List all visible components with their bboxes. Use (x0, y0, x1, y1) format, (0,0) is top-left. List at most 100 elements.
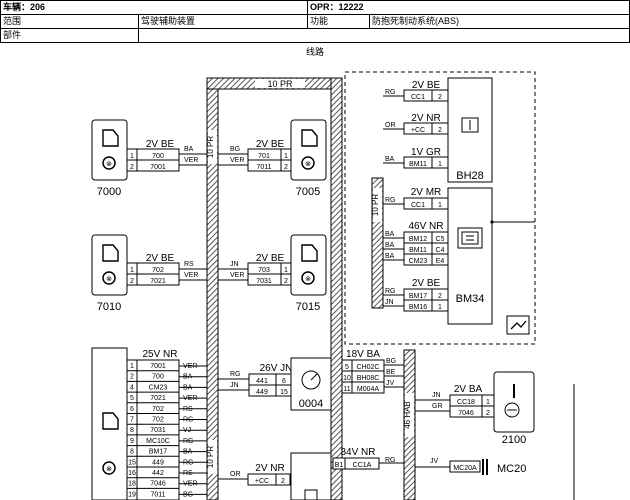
header-row-scope: 范围 驾驶辅助装置 功能 防抱死制动系统(ABS) (0, 15, 630, 29)
sensor-icon (301, 244, 318, 262)
svg-text:BM17: BM17 (409, 293, 427, 300)
svg-text:⊗: ⊗ (305, 161, 311, 168)
ecu-wire-id: BM17 (149, 449, 167, 456)
ecu-wire-id: CM23 (149, 384, 168, 391)
harness-bundles: 10 PR 10 PR 10 PR 10 PR 46 HAB (206, 77, 416, 500)
svg-text:701: 701 (258, 153, 270, 160)
sensor-icon (102, 244, 119, 262)
ecu-pin-number: 7 (130, 417, 134, 424)
svg-text:JV: JV (386, 380, 395, 387)
ecu-pin-number: 5 (130, 395, 134, 402)
svg-text:BM11: BM11 (409, 161, 427, 168)
svg-text:RG: RG (385, 288, 396, 295)
svg-text:7031: 7031 (256, 278, 272, 285)
connector-7005: ⊗ 7005 2V BE 701 7011 1 2 BG VER (218, 119, 327, 198)
svg-text:⊗: ⊗ (106, 276, 112, 283)
svg-text:RG: RG (385, 89, 396, 96)
ecu-wire-id: 7046 (150, 481, 166, 488)
svg-text:34V NR: 34V NR (340, 447, 375, 458)
svg-text:7010: 7010 (97, 301, 121, 313)
svg-text:2: 2 (438, 94, 442, 101)
ecu-wire-id: 702 (152, 417, 164, 424)
svg-text:RS: RS (184, 261, 194, 268)
svg-text:7021: 7021 (150, 278, 166, 285)
svg-text:6: 6 (282, 378, 286, 385)
connector-0004: 26V JN 441 6 449 15 RG JN 0004 18V BA 5 … (218, 349, 404, 411)
svg-text:7001: 7001 (150, 164, 166, 171)
ecu-icon (102, 412, 119, 430)
svg-text:CC1: CC1 (411, 202, 425, 209)
connector-id: 7000 (97, 186, 121, 198)
ecu-wire-id: 7011 (150, 491, 165, 498)
svg-text:VER: VER (184, 157, 198, 164)
harness-label-46hab: 46 HAB (403, 401, 412, 429)
document-header: 车辆：206 OPR：12222 范围 驾驶辅助装置 功能 防抱死制动系统(AB… (0, 0, 630, 43)
opr-label: OPR：12222 (308, 1, 630, 14)
svg-text:1: 1 (438, 202, 442, 209)
svg-text:441: 441 (256, 378, 268, 385)
svg-text:2V BE: 2V BE (412, 80, 441, 91)
svg-text:46V NR: 46V NR (408, 221, 443, 232)
connector-id: 7005 (296, 186, 320, 198)
svg-text:E4: E4 (436, 258, 445, 265)
function-value: 防抱死制动系统(ABS) (370, 15, 630, 28)
harness-label-right: 10 PR (371, 194, 380, 216)
svg-text:GR: GR (432, 403, 443, 410)
warning-lamp-icon (504, 402, 520, 418)
scope-value: 驾驶辅助装置 (139, 15, 308, 28)
svg-text:2: 2 (438, 127, 442, 134)
ecu-wire-id: 7001 (150, 363, 166, 370)
wheel-speed-icon (102, 461, 116, 475)
ecu-wire-id: 702 (152, 406, 164, 413)
ecu-wire-id: 449 (152, 459, 164, 466)
svg-text:1: 1 (438, 304, 442, 311)
ecu-pin-table: 17001VER2700BA4CM23BA57021VER6702RS7702R… (127, 363, 207, 498)
svg-text:BG: BG (386, 358, 396, 365)
svg-text:C4: C4 (436, 247, 445, 254)
connector-lower-left: 2V NR +CC 2 OR (218, 452, 332, 500)
connector-7000: ⊗ 7000 2V BE 1 2 700 7001 BA VER (91, 119, 207, 198)
svg-text:BH28: BH28 (456, 170, 484, 182)
svg-text:2: 2 (281, 478, 285, 485)
header-row-part: 部件 (0, 29, 630, 43)
wheel-speed-icon (102, 156, 116, 170)
svg-text:VER: VER (230, 272, 244, 279)
svg-text:2V BE: 2V BE (256, 253, 285, 264)
svg-text:7011: 7011 (256, 164, 271, 171)
svg-text:+CC: +CC (411, 127, 425, 134)
relay-icon (461, 231, 479, 245)
wheel-speed-icon (301, 271, 315, 285)
ecu-pin-number: 16 (128, 470, 136, 477)
svg-text:449: 449 (256, 389, 268, 396)
svg-text:⊗: ⊗ (106, 161, 112, 168)
header-row-vehicle: 车辆：206 OPR：12222 (0, 0, 630, 15)
wiring-diagram: 10 PR 10 PR 10 PR 10 PR 46 HAB ⊗ 7000 2V… (91, 71, 575, 500)
ecu-pin-number: 8 (130, 449, 134, 456)
ecu-pin-number: 4 (130, 384, 134, 391)
svg-text:2100: 2100 (502, 434, 526, 446)
ecu-pin-number: 8 (130, 427, 134, 434)
svg-text:2V BA: 2V BA (454, 384, 483, 395)
svg-text:BH08C: BH08C (357, 375, 380, 382)
ecu-wire-id: MC10C (146, 438, 170, 445)
svg-text:⊗: ⊗ (305, 276, 311, 283)
svg-text:2: 2 (284, 278, 288, 285)
svg-text:BA: BA (385, 253, 395, 260)
ecu-pin-number: 6 (130, 406, 134, 413)
svg-text:1: 1 (486, 399, 490, 406)
ecu-pin-number: 15 (128, 459, 136, 466)
connector-lower-right: 34V NR B1 CC1A RG (332, 447, 404, 470)
svg-text:2V NR: 2V NR (255, 463, 284, 474)
svg-text:⊗: ⊗ (106, 466, 112, 473)
svg-text:2: 2 (486, 410, 490, 417)
svg-text:26V JN: 26V JN (260, 363, 293, 374)
svg-text:11: 11 (343, 386, 350, 393)
svg-text:1: 1 (438, 161, 442, 168)
svg-text:2V BE: 2V BE (256, 139, 285, 150)
ecu-pin-number: 2 (130, 374, 134, 381)
svg-text:VER: VER (230, 157, 244, 164)
harness-label-top: 10 PR (267, 79, 293, 89)
svg-text:VER: VER (184, 272, 198, 279)
svg-text:15: 15 (280, 389, 288, 396)
ecu-header: 25V NR (142, 349, 177, 360)
